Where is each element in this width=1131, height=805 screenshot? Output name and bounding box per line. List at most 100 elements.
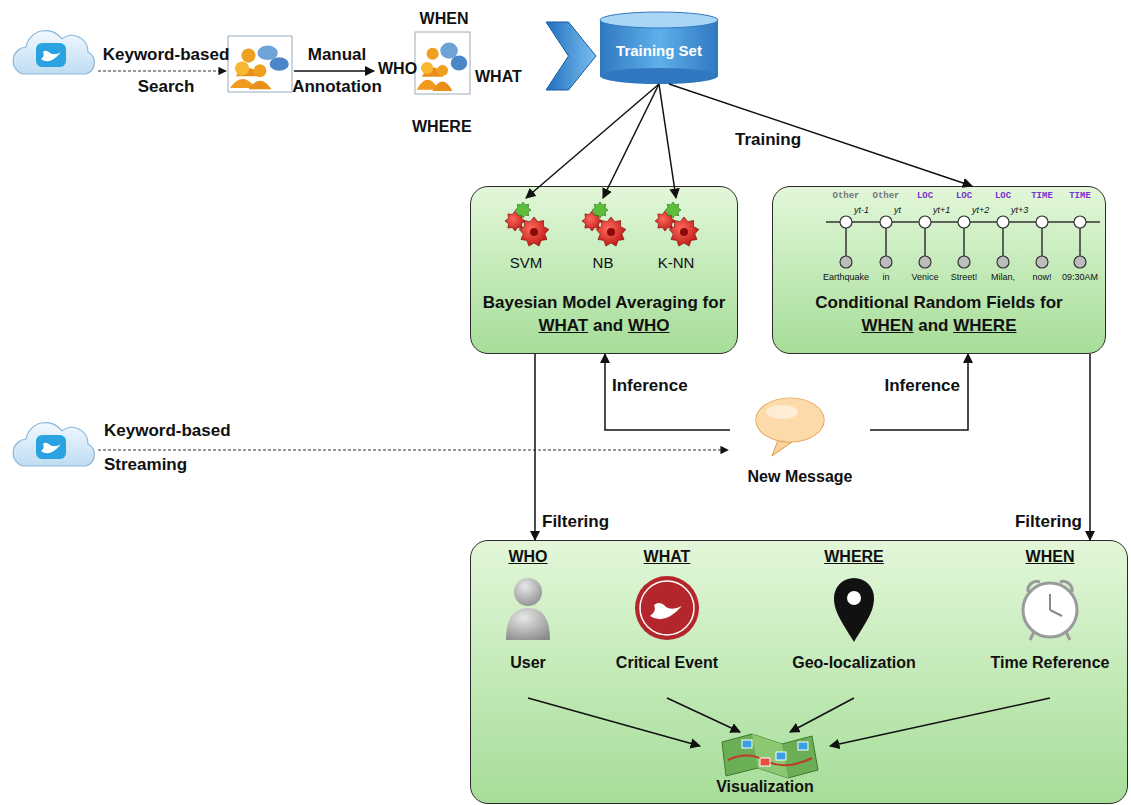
label: yt+2	[972, 205, 989, 215]
connector	[790, 698, 854, 732]
node-text: WHERE	[824, 548, 884, 565]
edge-label: Inference	[884, 376, 960, 395]
node-text-wrap: New Message	[730, 468, 870, 486]
label-wrap: LOC	[995, 191, 1011, 201]
node-text-wrap: WHAT	[475, 68, 522, 86]
label: yt	[894, 205, 901, 215]
connector	[534, 354, 536, 540]
edge-label-wrap: Filtering	[542, 512, 609, 532]
node-text-wrap: Time Reference	[980, 654, 1120, 672]
dashed-arrow	[98, 71, 226, 72]
classifier-icon: K-NN	[638, 198, 714, 280]
gear-icon	[505, 202, 549, 246]
node-text: SVM	[510, 254, 543, 271]
node-text-wrap: Visualization	[700, 778, 830, 796]
node-text-wrap: WHEN	[980, 548, 1120, 566]
node-text: Visualization	[716, 778, 814, 795]
node-text-wrap: WHO	[378, 60, 417, 78]
model-box: Bayesian Model Averaging for WHAT and WH…	[470, 186, 738, 354]
label: LOC	[956, 191, 972, 201]
node-text: Bayesian Model Averaging for WHAT and WH…	[483, 293, 726, 335]
connector	[1089, 354, 1091, 540]
node-text: WHO	[508, 548, 547, 565]
edge-label-wrap: Inference	[884, 376, 960, 396]
cylinder-shape	[600, 12, 718, 84]
node-text-wrap: Conditional Random Fields for WHEN and W…	[814, 292, 1064, 338]
map-icon	[722, 734, 818, 778]
connector	[667, 698, 740, 732]
output-item: WHEREGeo-localization	[768, 548, 940, 698]
chevron-arrow	[546, 22, 596, 90]
label: TIME	[1069, 191, 1091, 201]
label: Other	[832, 191, 859, 201]
edge-label-wrap: Inference	[612, 376, 688, 396]
node-text: Time Reference	[991, 654, 1110, 671]
label: TIME	[1031, 191, 1053, 201]
label: Manual Annotation	[292, 45, 382, 96]
label-wrap: Other	[872, 191, 899, 201]
label: Street!	[951, 272, 978, 282]
node-text: WHEN	[1026, 548, 1075, 565]
cloud-icon	[13, 31, 94, 74]
label-wrap: yt+2	[972, 205, 989, 215]
label: yt+1	[933, 205, 950, 215]
output-item: WHEN Time Reference	[980, 548, 1120, 698]
node-text-wrap: WHERE	[412, 118, 472, 136]
edge-label: Inference	[612, 376, 688, 395]
event-icon	[635, 576, 699, 640]
label: Keyword-based Search	[103, 45, 230, 96]
label: yt+3	[1011, 205, 1028, 215]
node-text: K-NN	[658, 254, 695, 271]
connector	[669, 84, 972, 186]
connector	[870, 354, 968, 430]
label-wrap: Keyword-based Search	[100, 39, 232, 103]
node-text: Conditional Random Fields for WHEN and W…	[815, 293, 1062, 335]
label: 09:30AM	[1062, 272, 1098, 282]
connector	[605, 354, 730, 430]
database-cylinder: Training Set	[600, 12, 718, 84]
classifier-icon: SVM	[488, 198, 564, 280]
connector	[659, 84, 676, 198]
output-item: WHATCritical Event	[612, 548, 722, 698]
edge-label: Filtering	[542, 512, 609, 531]
node-text: Training Set	[616, 42, 702, 59]
pin-icon	[834, 578, 874, 642]
people-icon	[415, 32, 470, 94]
speech-bubble	[756, 398, 824, 456]
message-bubble: New Message	[730, 398, 870, 494]
arrow	[294, 71, 374, 72]
cloud-icon	[13, 423, 94, 466]
node-text-wrap: Bayesian Model Averaging for WHAT and WH…	[479, 292, 729, 338]
output-item: WHOUser	[488, 548, 568, 698]
label-wrap: TIME	[1031, 191, 1053, 201]
label-wrap: Manual Annotation	[292, 39, 382, 103]
connector	[526, 84, 659, 198]
label: Venice	[911, 272, 938, 282]
classifier-icon: NB	[570, 198, 636, 280]
node-text-wrap: Training Set	[600, 42, 718, 59]
label: now!	[1032, 272, 1051, 282]
node-text: WHAT	[644, 548, 691, 565]
node-text: WHERE	[412, 118, 472, 135]
connector	[830, 698, 1050, 746]
connector	[603, 84, 659, 198]
people-icon	[228, 36, 292, 92]
node-text: WHEN	[420, 10, 469, 27]
user-icon	[506, 578, 550, 640]
dashed-arrow	[98, 450, 728, 451]
label: LOC	[917, 191, 933, 201]
crf-chain	[826, 216, 1100, 268]
node-text: NB	[593, 254, 614, 271]
gear-icon	[582, 202, 626, 246]
node-text: WHO	[378, 60, 417, 77]
label-wrap: yt-1	[854, 205, 869, 215]
node-text-wrap: WHERE	[768, 548, 940, 566]
node-text-wrap: NB	[570, 254, 636, 271]
gear-icon	[655, 202, 699, 246]
label: Milan,	[991, 272, 1015, 282]
output-panel: WHOUser WHATCritical Event WHEREGeo-locali…	[470, 540, 1128, 802]
clock-icon	[1023, 581, 1077, 640]
node-text-wrap: WHEN	[416, 10, 472, 28]
